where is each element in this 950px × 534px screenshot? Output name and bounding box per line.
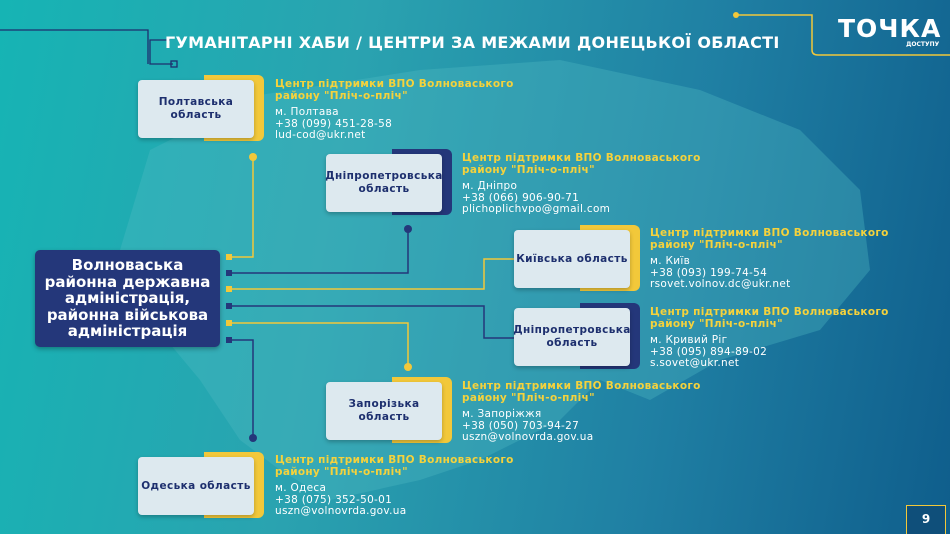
hub-info-poltava: Центр підтримки ВПО Волноваського району…: [275, 78, 525, 142]
email: uszn@volnovrda.gov.ua: [462, 431, 594, 443]
city: м. Полтава: [275, 106, 339, 118]
hub-info-dnipro: Центр підтримки ВПО Волноваського району…: [462, 152, 712, 216]
center-name: Центр підтримки ВПО Волноваського району…: [462, 152, 701, 176]
email: s.sovet@ukr.net: [650, 357, 740, 369]
center-name: Центр підтримки ВПО Волноваського району…: [650, 227, 889, 251]
region-label: Одеська область: [138, 457, 254, 515]
region-box-poltava: Полтавська область: [138, 75, 264, 141]
region-label: Київська область: [514, 230, 630, 288]
city: м. Одеса: [275, 482, 327, 494]
region-label: Дніпропетровська область: [513, 308, 630, 366]
center-name: Центр підтримки ВПО Волноваського району…: [462, 380, 701, 404]
city: м. Дніпро: [462, 180, 518, 192]
hub-info-odesa: Центр підтримки ВПО Волноваського району…: [275, 454, 525, 518]
phone: +38 (050) 703-94-27: [462, 419, 580, 432]
email: rsovet.volnov.dc@ukr.net: [650, 278, 791, 290]
center-name: Центр підтримки ВПО Волноваського району…: [650, 306, 889, 330]
center-name: Центр підтримки ВПО Волноваського району…: [275, 454, 514, 478]
region-label: Полтавська область: [138, 80, 254, 138]
hub-info-kyiv: Центр підтримки ВПО Волноваського району…: [650, 227, 900, 291]
region-label: Дніпропетровська область: [325, 154, 442, 212]
region-box-dnipro: Дніпропетровська область: [325, 149, 452, 215]
page-number: 9: [906, 505, 946, 534]
city: м. Кривий Ріг: [650, 334, 728, 346]
main-administration-box: Волноваська районна державна адміністрац…: [35, 250, 220, 347]
region-box-odesa: Одеська область: [138, 452, 264, 518]
phone: +38 (095) 894-89-02: [650, 345, 768, 358]
center-name: Центр підтримки ВПО Волноваського району…: [275, 78, 514, 102]
email: plichoplichvpo@gmail.com: [462, 203, 611, 215]
logo-text: ТОЧКА: [838, 14, 942, 43]
region-box-kyiv: Київська область: [514, 225, 640, 291]
phone: +38 (093) 199-74-54: [650, 266, 768, 279]
phone: +38 (066) 906-90-71: [462, 191, 580, 204]
hub-info-kryvyi-rih: Центр підтримки ВПО Волноваського району…: [650, 306, 900, 370]
hub-info-zaporizhzhia: Центр підтримки ВПО Волноваського району…: [462, 380, 712, 444]
slide-title: ГУМАНІТАРНІ ХАБИ / ЦЕНТРИ ЗА МЕЖАМИ ДОНЕ…: [165, 33, 780, 52]
logo-subtext: ДОСТУПУ: [906, 41, 940, 48]
city: м. Київ: [650, 255, 691, 267]
email: uszn@volnovrda.gov.ua: [275, 505, 407, 517]
phone: +38 (075) 352-50-01: [275, 493, 393, 506]
city: м. Запоріжжя: [462, 408, 542, 420]
region-box-kryvyi-rih: Дніпропетровська область: [513, 303, 640, 369]
phone: +38 (099) 451-28-58: [275, 117, 393, 130]
email: lud-cod@ukr.net: [275, 129, 366, 141]
region-label: Запорізька область: [326, 382, 442, 440]
region-box-zaporizhzhia: Запорізька область: [326, 377, 452, 443]
